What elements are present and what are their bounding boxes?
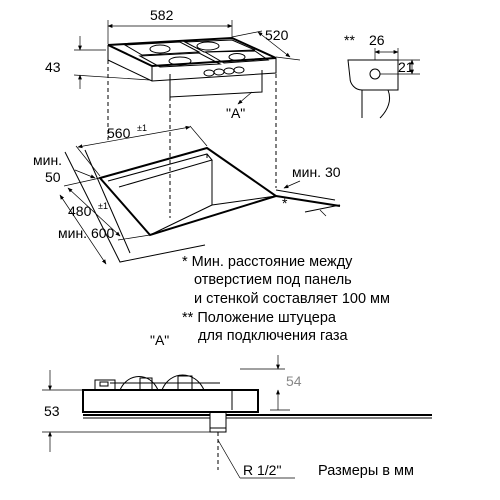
dim-hob-depth: 520 — [265, 27, 289, 43]
dim-side-offset: 54 — [286, 373, 302, 389]
dim-connector-w: 26 — [369, 32, 385, 48]
thread-label: R 1/2" — [243, 462, 281, 478]
dim-cutout-width-tol: ±1 — [137, 123, 147, 133]
dim-min-wall: мин. 30 — [292, 164, 341, 180]
hob-top-view: 582 520 43 "A" — [45, 7, 301, 218]
dim-min-50-group: мин. 50 — [33, 152, 96, 185]
dim-connector-h: 21 — [398, 59, 414, 75]
note1-line2: отверстием под панель — [194, 272, 352, 288]
dim-min-600-group: мин. 600 — [58, 194, 115, 265]
side-grates — [94, 374, 220, 391]
gas-connector — [209, 412, 227, 470]
dim-hob-height-top: 43 — [45, 59, 61, 75]
dim-hob-height-side: 53 — [44, 403, 60, 419]
dim-min-front-value: 50 — [45, 169, 61, 185]
note1-line3: и стенкой составляет 100 мм — [194, 291, 390, 307]
side-view: "A" 53 — [42, 332, 432, 479]
control-knobs — [203, 66, 245, 77]
dim-min-front-label: мин. — [33, 152, 62, 168]
note1-line1: * Мин. расстояние между — [182, 254, 353, 270]
note2-line2: для подключения газа — [198, 328, 349, 344]
units-note: Размеры в мм — [318, 463, 414, 479]
view-a-label-top: "A" — [226, 105, 245, 121]
dim-min-30-group: мин. 30 — [283, 164, 341, 189]
dim-560-group: 560 ±1 — [75, 123, 208, 177]
note2-line1: ** Положение штуцера — [182, 310, 337, 326]
dim-cutout-depth: 480 — [68, 203, 92, 219]
connector-detail-mark: ** — [344, 32, 355, 48]
grates — [123, 39, 270, 68]
dim-cutout-width: 560 — [107, 125, 131, 141]
connector-detail: ** 26 21 — [344, 32, 420, 119]
dim-hob-width: 582 — [150, 7, 174, 23]
view-a-label-side: "A" — [150, 332, 169, 348]
dim-min-depth: мин. 600 — [58, 225, 115, 241]
notes: * Мин. расстояние между отверстием под п… — [182, 254, 390, 344]
wall-marker: * — [282, 195, 288, 211]
dim-cutout-depth-tol: ±1 — [98, 201, 108, 211]
